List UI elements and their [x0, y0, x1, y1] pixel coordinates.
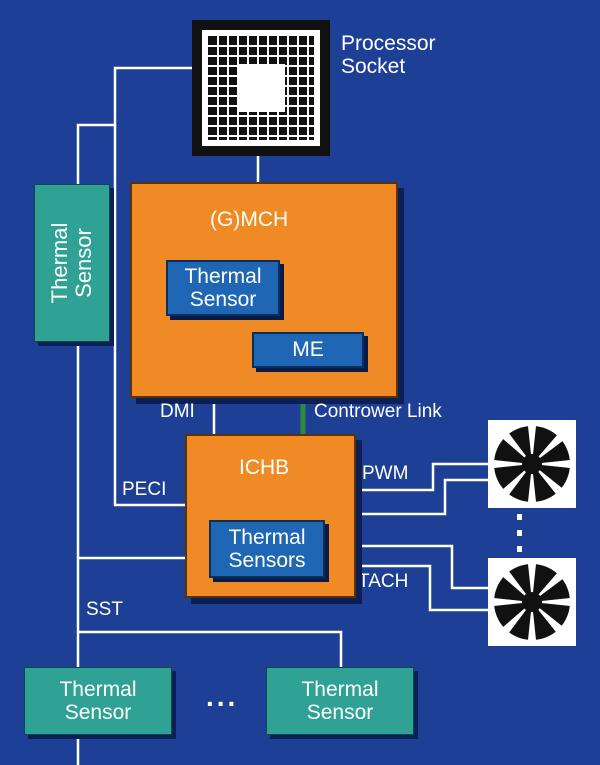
ich-thermal-line1: Thermal	[228, 525, 306, 549]
left-thermal-sensor-label: Thermal Sensor	[46, 222, 96, 304]
ich-thermal-sensors: Thermal Sensors	[209, 520, 325, 578]
sst-label: SST	[86, 599, 123, 620]
left-sensor-line1: Thermal	[46, 222, 72, 304]
fan-ellipsis-dots	[517, 514, 522, 552]
fan-bottom-icon	[494, 564, 570, 640]
socket-label: Processor Socket	[341, 32, 436, 78]
gmch-title: (G)MCH	[210, 208, 289, 231]
socket-label-line2: Socket	[341, 55, 406, 79]
gmch-chip: (G)MCH Thermal Sensor ME	[130, 182, 398, 398]
ich-chip: ICHB Thermal Sensors	[185, 434, 356, 598]
tach-wire-2	[356, 564, 488, 612]
ich-title: ICHB	[239, 456, 290, 479]
tach-wire-1	[356, 544, 488, 590]
bottom-sensors-ellipsis: ...	[206, 681, 239, 712]
bottom-thermal-sensor-1: Thermal Sensor	[24, 667, 172, 735]
processor-socket	[192, 20, 330, 156]
tach-label: TACH	[358, 571, 409, 592]
gmch-thermal-sensor: Thermal Sensor	[166, 260, 280, 316]
socket-label-line1: Processor	[341, 32, 436, 55]
ich-thermal-line2: Sensors	[228, 549, 306, 572]
bottom-sensor-1-line1: Thermal	[59, 677, 137, 701]
socket-pin-grid-icon	[202, 30, 320, 146]
bottom-sensor-2-line2: Sensor	[306, 701, 374, 724]
dmi-label: DMI	[160, 401, 195, 422]
management-engine-block: ME	[252, 332, 364, 368]
gmch-thermal-line1: Thermal	[184, 264, 262, 288]
bottom-sensor-1-line2: Sensor	[64, 701, 132, 724]
sst-bus-wire	[78, 630, 343, 667]
left-thermal-sensor: Thermal Sensor	[34, 184, 110, 342]
fan-bottom	[488, 558, 576, 646]
bottom-sensor-2-line1: Thermal	[301, 677, 379, 701]
fan-top	[488, 420, 576, 508]
pwm-wire-2	[356, 478, 488, 516]
pwm-label: PWM	[362, 463, 409, 484]
controller-link-label: Contrower Link	[314, 401, 442, 422]
left-sensor-line2: Sensor	[71, 228, 96, 298]
pwm-wire-1	[356, 462, 488, 492]
me-label: ME	[292, 338, 324, 362]
peci-label: PECI	[122, 479, 167, 500]
bottom-thermal-sensor-2: Thermal Sensor	[266, 667, 414, 735]
peci-wire	[113, 125, 185, 507]
gmch-thermal-line2: Sensor	[189, 288, 257, 311]
fan-top-icon	[494, 426, 570, 502]
